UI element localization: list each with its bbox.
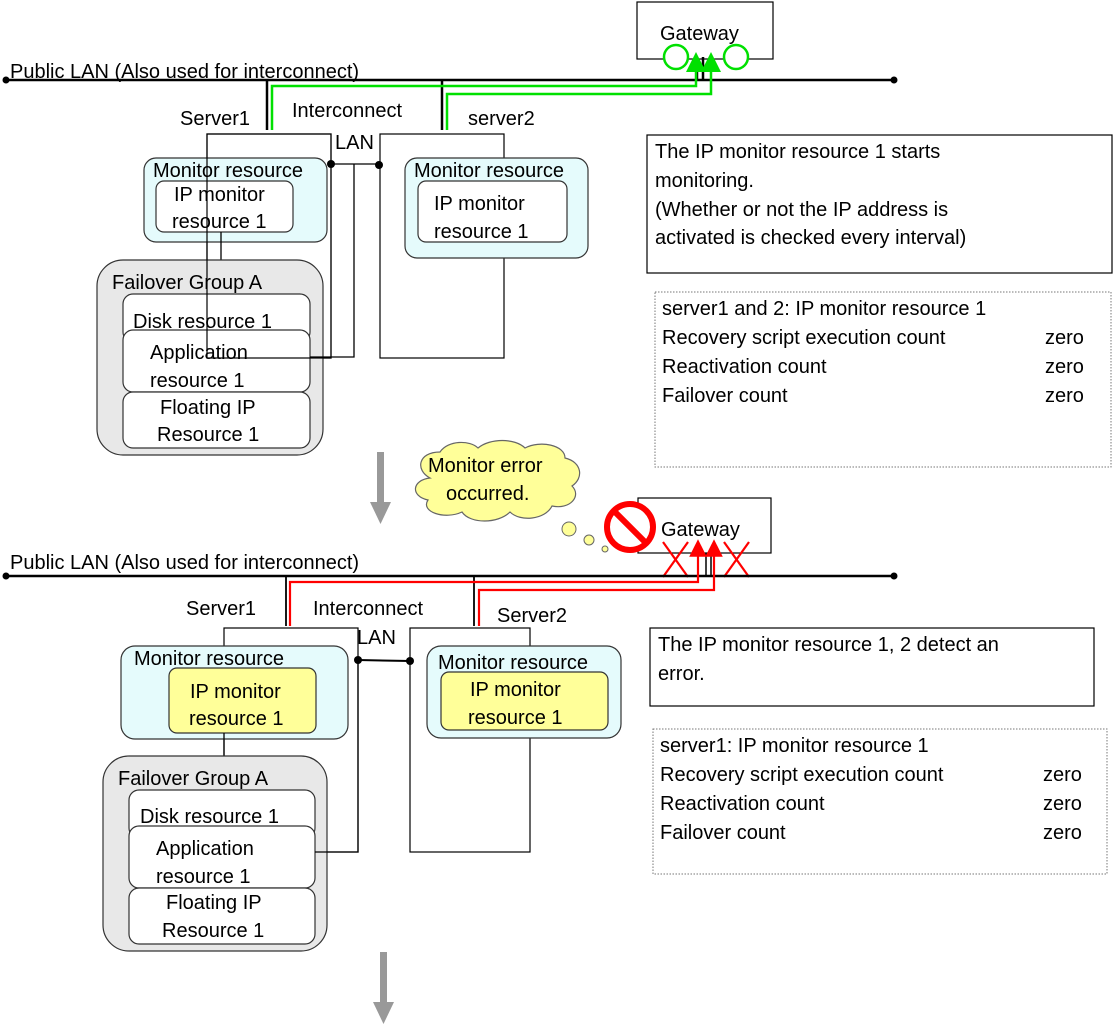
- status-row-label: Reactivation count: [662, 356, 827, 378]
- interconnect-label: Interconnect: [292, 100, 403, 122]
- status-row-value: zero: [1045, 356, 1084, 378]
- callout-line2: occurred.: [446, 483, 529, 505]
- ping-path-server2: [445, 52, 721, 130]
- gateway-label: Gateway: [661, 519, 740, 541]
- application-resource-line1: Application: [156, 838, 254, 860]
- description-line: The IP monitor resource 1, 2 detect an: [658, 634, 999, 656]
- description-line: The IP monitor resource 1 starts: [655, 141, 940, 163]
- server1-outline: [206, 133, 332, 359]
- error-callout-cloud: Monitor error occurred.: [414, 439, 609, 553]
- status-box: [654, 291, 1112, 468]
- application-link: [315, 660, 359, 853]
- server1-ip-monitor-line1: IP monitor: [174, 184, 265, 206]
- public-lan-label: Public LAN (Also used for interconnect): [10, 61, 359, 83]
- application-link: [310, 164, 355, 358]
- server2-ip-monitor-line2: resource 1: [434, 221, 529, 243]
- gateway-label: Gateway: [660, 23, 739, 45]
- interconnect-lan-label: LAN: [335, 132, 374, 154]
- status-title: server1 and 2: IP monitor resource 1: [662, 298, 986, 320]
- interconnect-link: [357, 659, 411, 662]
- server2-ip-monitor: [440, 671, 609, 731]
- prohibited-icon: [604, 501, 656, 553]
- server2-ip-monitor: [417, 180, 568, 243]
- lan-endpoint: [2, 572, 10, 580]
- description-line: activated is checked every interval): [655, 227, 966, 249]
- interconnect-node: [375, 161, 383, 169]
- error-x-icon: [723, 541, 750, 578]
- ping-path-server1: [270, 52, 706, 130]
- application-resource-line2: resource 1: [150, 370, 245, 392]
- ping-path-server2: [477, 539, 723, 626]
- panel-normal: Gateway Public LAN (Also used for interc…: [2, 1, 1113, 468]
- server2-label: Server2: [497, 605, 567, 627]
- transition-arrow-icon: [373, 952, 394, 1024]
- status-row-value: zero: [1043, 793, 1082, 815]
- status-row-label: Failover count: [660, 822, 786, 844]
- lan-endpoint: [2, 76, 10, 84]
- server1-monitor-label: Monitor resource: [134, 648, 284, 670]
- status-box: [652, 728, 1108, 875]
- status-row-label: Reactivation count: [660, 793, 825, 815]
- server1-ip-monitor-line2: resource 1: [189, 708, 284, 730]
- interconnect-lan-label: LAN: [357, 627, 396, 649]
- status-row-value: zero: [1045, 385, 1084, 407]
- status-row-label: Recovery script execution count: [660, 764, 944, 786]
- server1-label: Server1: [180, 108, 250, 130]
- status-title: server1: IP monitor resource 1: [660, 735, 929, 757]
- disk-resource-label: Disk resource 1: [133, 311, 272, 333]
- error-x-icon: [662, 541, 689, 578]
- status-row-label: Recovery script execution count: [662, 327, 946, 349]
- server1-ip-monitor-line2: resource 1: [172, 211, 267, 233]
- status-row-label: Failover count: [662, 385, 788, 407]
- interconnect-node: [406, 657, 414, 665]
- failover-group-label: Failover Group A: [112, 272, 263, 294]
- status-row-value: zero: [1045, 327, 1084, 349]
- description-line: error.: [658, 663, 705, 685]
- server1-monitor-label: Monitor resource: [153, 160, 303, 182]
- panel-error: Monitor error occurred. Gateway Public L…: [2, 439, 1108, 952]
- description-line: monitoring.: [655, 170, 754, 192]
- floating-ip-resource: [128, 887, 316, 945]
- floating-ip-resource: [122, 391, 311, 449]
- server1-ip-monitor: [168, 667, 317, 734]
- interconnect-label: Interconnect: [313, 598, 424, 620]
- description-box: [646, 134, 1113, 274]
- description-line: (Whether or not the IP address is: [655, 199, 948, 221]
- lan-endpoint: [890, 572, 898, 580]
- server2-ip-monitor-line1: IP monitor: [470, 679, 561, 701]
- gateway-port-icon: [662, 43, 690, 71]
- floating-ip-line1: Floating IP: [166, 892, 262, 914]
- description-box: [649, 627, 1095, 707]
- ping-path-server1: [288, 539, 707, 626]
- public-lan-label: Public LAN (Also used for interconnect): [10, 552, 359, 574]
- disk-resource-label: Disk resource 1: [140, 806, 279, 828]
- status-row-value: zero: [1043, 822, 1082, 844]
- server2-ip-monitor-line1: IP monitor: [434, 193, 525, 215]
- gateway-box: [636, 1, 774, 60]
- transition-arrow-icon: [370, 452, 391, 524]
- server2-monitor-label: Monitor resource: [414, 160, 564, 182]
- server2-monitor-label: Monitor resource: [438, 652, 588, 674]
- lan-endpoint: [890, 76, 898, 84]
- server2-label: server2: [468, 108, 535, 130]
- server1-label: Server1: [186, 598, 256, 620]
- server1-ip-monitor: [155, 180, 294, 233]
- failover-group-label: Failover Group A: [118, 768, 269, 790]
- callout-line1: Monitor error: [428, 455, 543, 477]
- floating-ip-line2: Resource 1: [157, 424, 259, 446]
- floating-ip-line2: Resource 1: [162, 920, 264, 942]
- status-row-value: zero: [1043, 764, 1082, 786]
- floating-ip-line1: Floating IP: [160, 397, 256, 419]
- application-resource-line1: Application: [150, 342, 248, 364]
- server1-ip-monitor-line1: IP monitor: [190, 681, 281, 703]
- gateway-port-icon: [722, 43, 750, 71]
- server2-ip-monitor-line2: resource 1: [468, 707, 563, 729]
- application-resource-line2: resource 1: [156, 866, 251, 888]
